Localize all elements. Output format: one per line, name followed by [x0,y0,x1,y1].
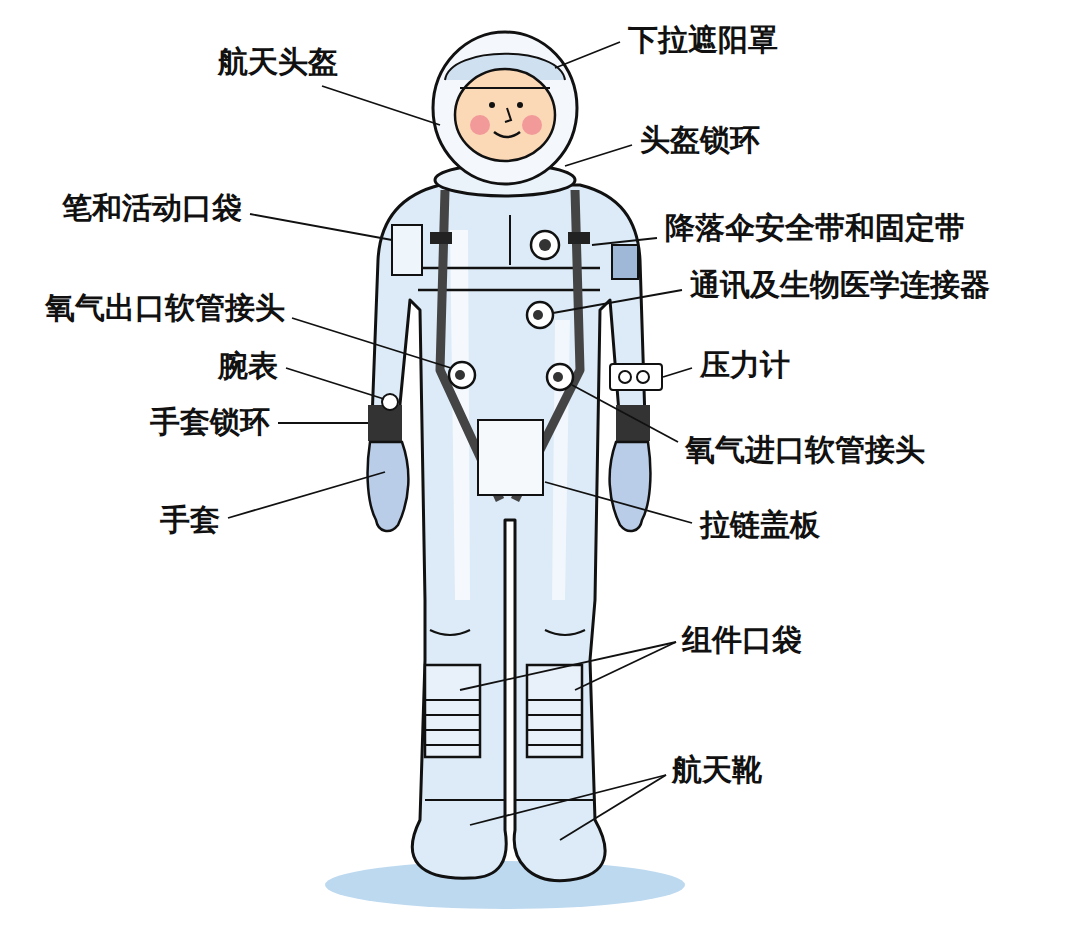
harness-buckle [568,232,590,244]
part-label: 氧气出口软管接头 [45,290,285,326]
leader-lines [228,42,692,840]
gauge-dial [637,371,649,383]
connector [531,231,559,259]
part-label: 航天头盔 [218,44,338,80]
glove-ring [368,405,402,441]
cheek [470,115,490,135]
part-label: 组件口袋 [682,622,802,658]
part-label: 航天靴 [672,752,762,788]
connector-core [533,310,543,320]
glove [610,442,651,531]
part-label: 拉链盖板 [700,507,820,543]
part-label: 手套 [160,502,220,538]
bio-connector [527,302,553,328]
part-label: 通讯及生物医学连接器 [690,267,990,303]
nose [505,108,511,122]
face [455,69,555,161]
part-label: 手套锁环 [150,404,270,440]
eye [489,102,495,108]
part-label: 降落伞安全带和固定带 [665,210,965,246]
ground-shadow [325,861,685,909]
part-label: 腕表 [218,348,278,384]
part-label: 下拉遮阳罩 [628,22,778,58]
zipper-cover [478,420,543,495]
part-label: 压力计 [700,347,790,383]
connector-core [553,372,563,382]
part-label: 笔和活动口袋 [62,190,242,226]
part-label: 头盔锁环 [640,122,760,158]
cheek [522,115,542,135]
harness-buckle [430,232,452,244]
oxygen-outlet [449,362,475,388]
eye [517,102,523,108]
pressure-gauge [610,364,662,390]
mouth [494,132,520,137]
helmet [433,32,577,184]
knee-fold [430,630,585,635]
zipper [509,215,511,265]
oxygen-inlet [547,364,573,390]
part-label: 氧气进口软管接头 [685,432,925,468]
wristwatch [382,394,398,410]
suit-body [372,185,645,881]
gauge-dial [619,371,631,383]
connector-core [455,370,465,380]
flag-patch [612,245,638,279]
pen-pocket [392,225,422,275]
glove [368,442,409,531]
connector-core [539,239,551,251]
leg-pocket [425,665,582,757]
visor-edge [460,87,550,89]
suit-highlight [552,320,570,600]
